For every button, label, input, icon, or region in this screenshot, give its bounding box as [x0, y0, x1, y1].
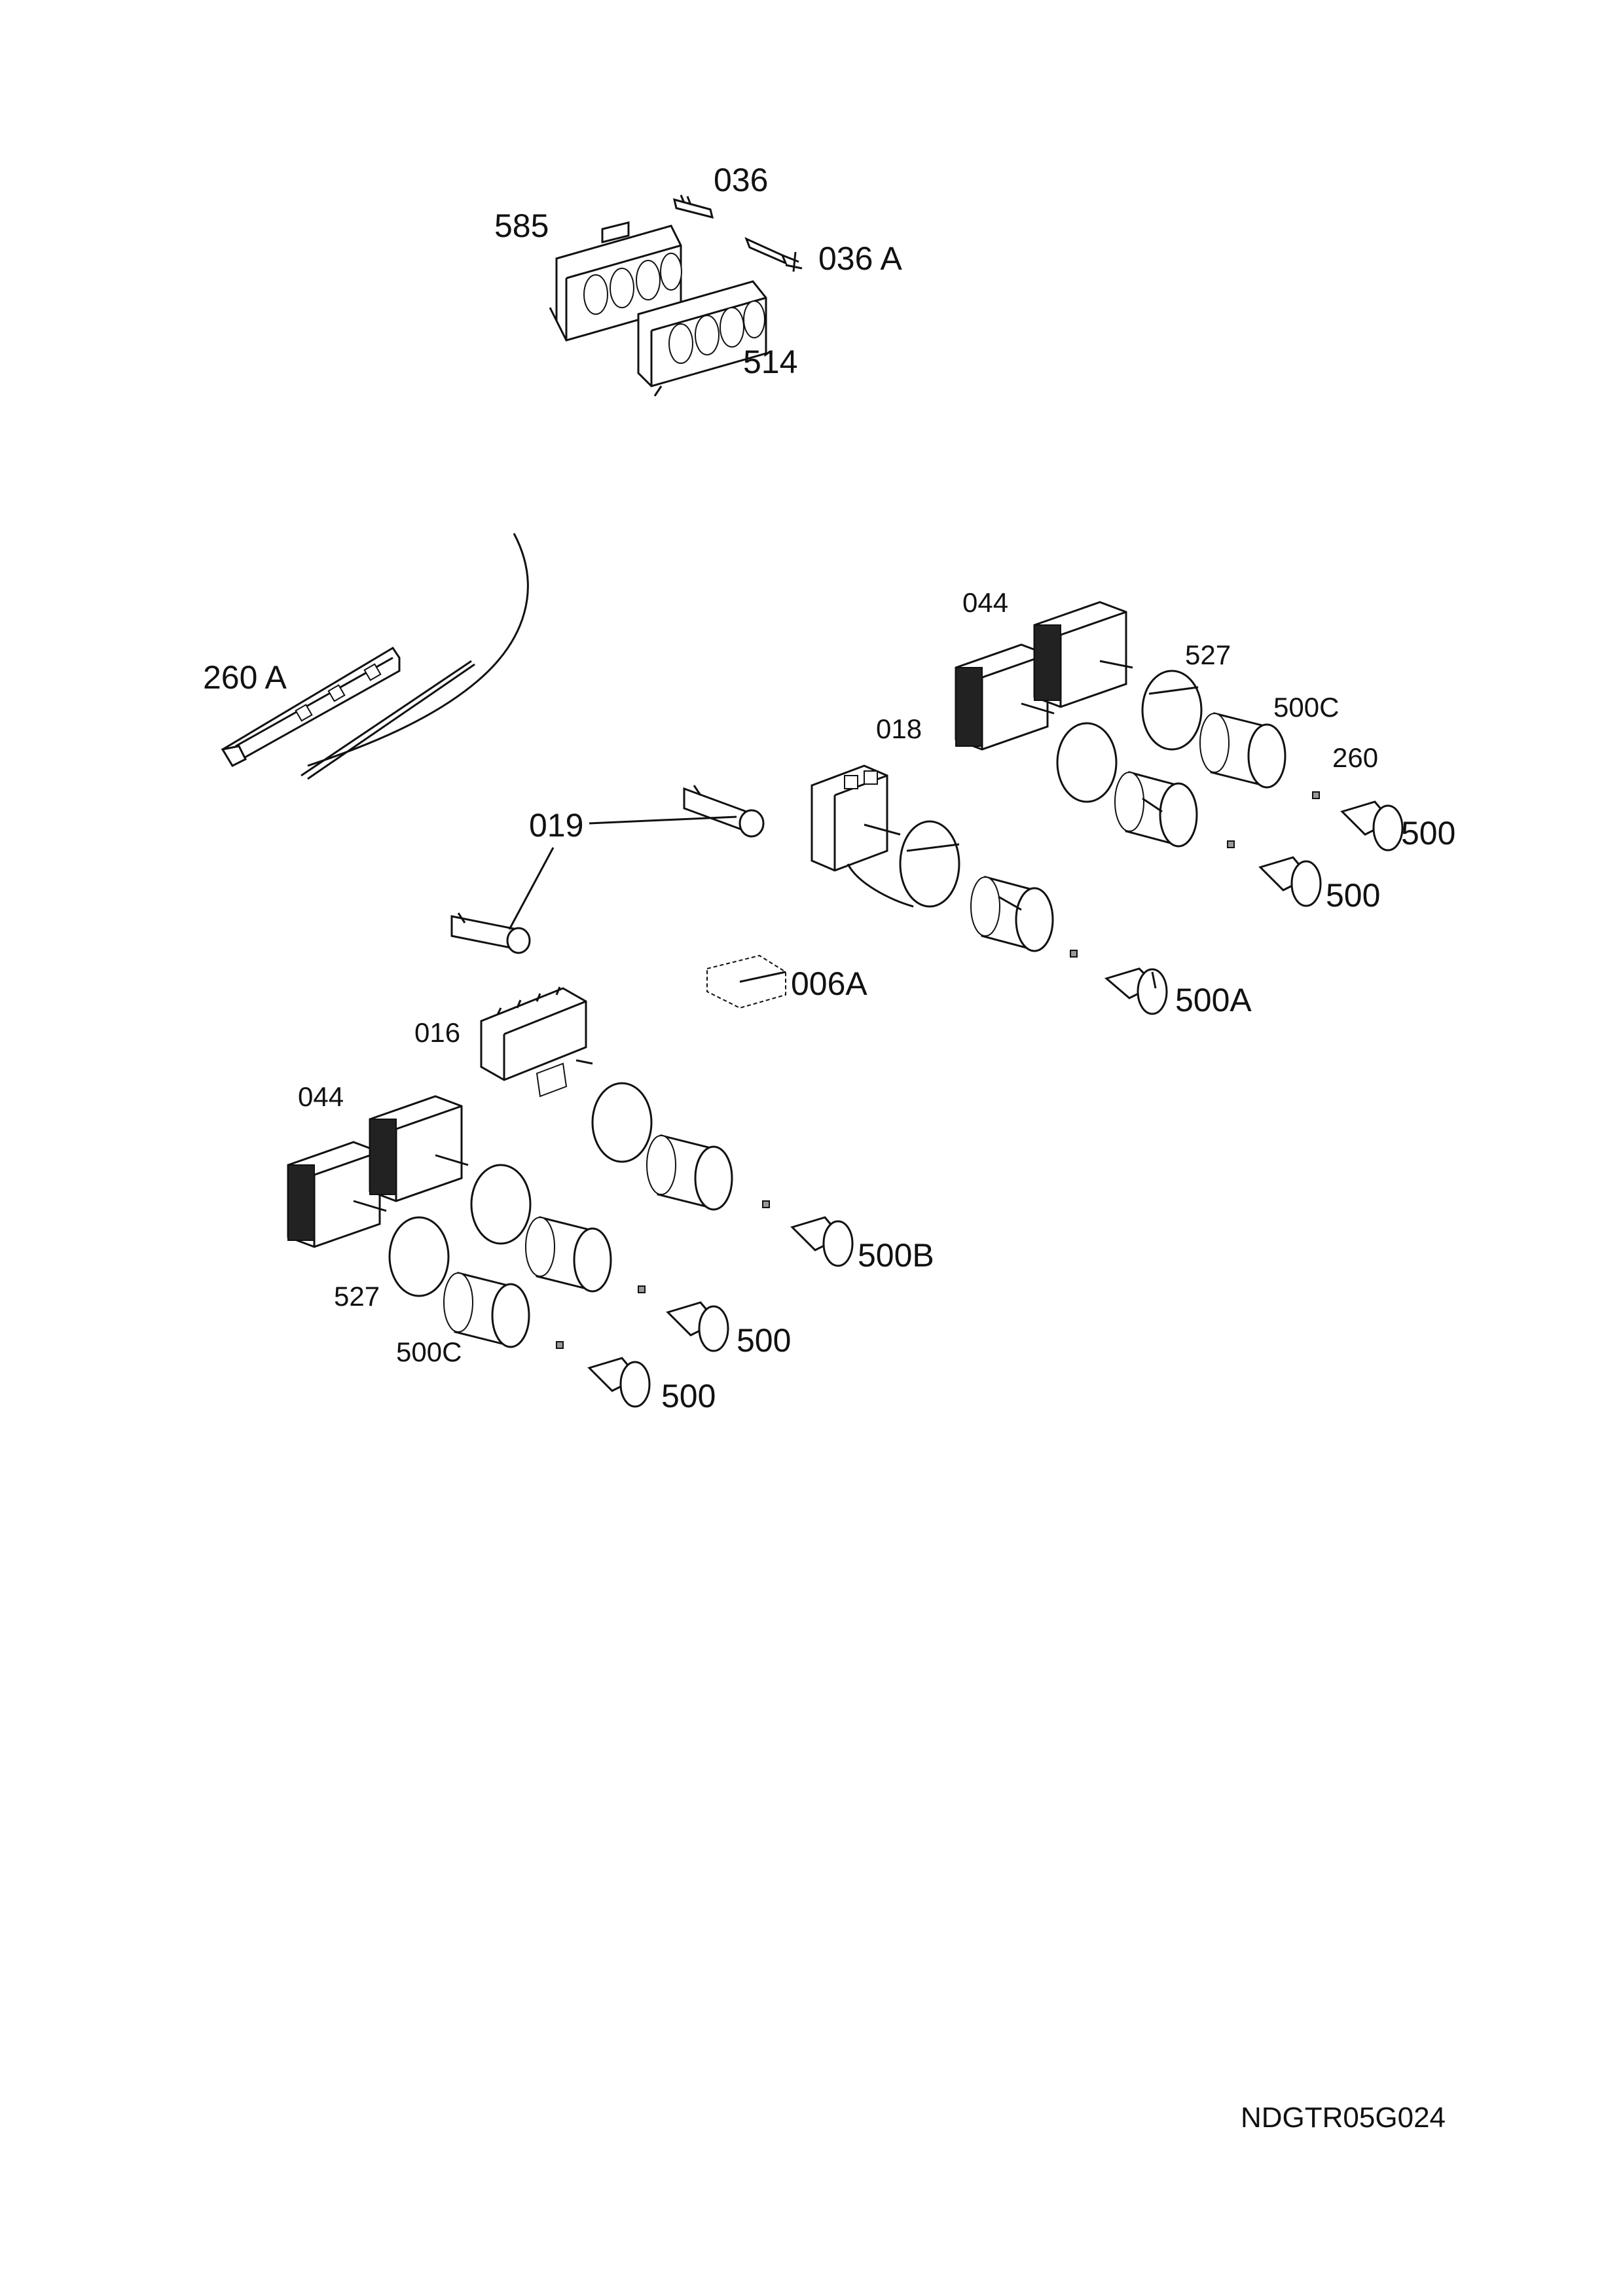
label-016: 016 — [414, 1017, 460, 1048]
holder-006a — [706, 954, 786, 1009]
ring-527-top-2 — [1056, 722, 1118, 803]
regulator-044-bottom-b — [369, 1095, 469, 1202]
ring-527-top — [1141, 670, 1203, 751]
bezel-bottom-upper — [525, 1216, 612, 1293]
label-260: 260 — [1332, 742, 1378, 773]
knob-500b — [762, 1200, 854, 1267]
regulator-018 — [811, 764, 914, 908]
knob-500-bottom-1 — [638, 1285, 729, 1352]
label-527-top: 527 — [1185, 639, 1231, 670]
capillary-bracket-260a — [221, 533, 529, 780]
ring-016 — [591, 1082, 653, 1163]
label-036a: 036 A — [818, 240, 903, 277]
label-044-top: 044 — [962, 587, 1008, 618]
knob-500-right-2 — [1227, 840, 1322, 907]
drawing-reference: NDGTR05G024 — [1241, 2102, 1446, 2134]
label-500c-top: 500C — [1273, 692, 1339, 723]
label-500-right-1: 500 — [1401, 815, 1455, 852]
bezel-500c-top — [1199, 712, 1286, 789]
lamp-019-upper — [683, 785, 765, 838]
connector-block-585 — [549, 221, 682, 342]
knob-500-right-1 — [1340, 800, 1404, 852]
label-036: 036 — [714, 162, 768, 198]
label-044-bottom: 044 — [298, 1081, 344, 1112]
label-585: 585 — [494, 207, 549, 244]
bezel-018 — [970, 876, 1054, 952]
bezel-500c-top-2 — [1114, 771, 1198, 848]
leader-019-lower — [508, 847, 555, 930]
label-006a: 006A — [791, 965, 867, 1002]
terminal-036 — [672, 194, 714, 219]
label-500-right-2: 500 — [1326, 877, 1380, 914]
label-500a: 500A — [1175, 982, 1252, 1018]
regulator-044-top-b — [1033, 601, 1133, 708]
knob-500-bottom-2 — [556, 1341, 651, 1408]
leader-019-upper — [589, 816, 737, 825]
knob-500a — [1070, 950, 1168, 1015]
label-019: 019 — [529, 807, 583, 844]
label-260a: 260 A — [203, 659, 287, 696]
spring-260 — [1312, 791, 1320, 799]
label-500b: 500B — [858, 1237, 934, 1274]
label-527-bottom: 527 — [334, 1281, 380, 1312]
connector-block-514 — [637, 280, 767, 397]
terminal-036a — [744, 237, 803, 272]
ring-527-bottom — [470, 1164, 532, 1245]
label-018: 018 — [876, 713, 922, 744]
ring-018 — [899, 820, 960, 908]
bezel-016 — [646, 1134, 733, 1211]
lamp-019-lower — [450, 912, 531, 954]
label-500c-bottom: 500C — [396, 1336, 462, 1367]
regulator-044-bottom-a — [287, 1141, 387, 1248]
ring-527-bottom-2 — [388, 1216, 450, 1297]
bezel-500c-bottom — [443, 1272, 530, 1348]
label-500-bottom-1: 500 — [737, 1322, 791, 1359]
label-500-bottom-2: 500 — [661, 1378, 716, 1414]
selector-switch-016 — [480, 986, 593, 1098]
label-514: 514 — [743, 344, 797, 380]
